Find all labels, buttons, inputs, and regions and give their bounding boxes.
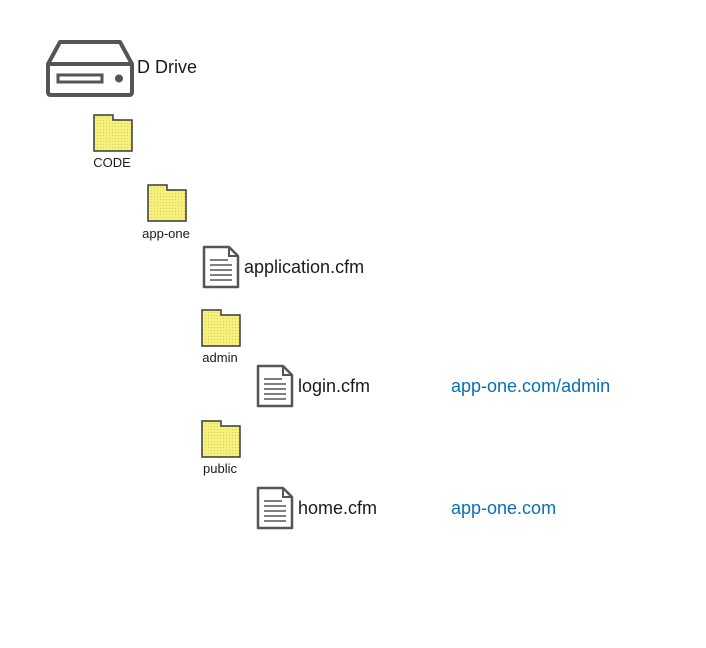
folder-icon xyxy=(147,184,187,222)
file-application-label: application.cfm xyxy=(244,257,365,277)
folder-code-label: CODE xyxy=(93,155,131,170)
folder-icon xyxy=(93,114,133,152)
file-icon xyxy=(256,364,294,408)
file-home[interactable] xyxy=(256,486,294,530)
folder-icon xyxy=(201,420,241,458)
home-url-link[interactable]: app-one.com xyxy=(451,498,557,518)
file-icon xyxy=(256,486,294,530)
file-login[interactable] xyxy=(256,364,294,408)
file-login-label: login.cfm xyxy=(298,376,371,396)
login-url-link[interactable]: app-one.com/admin xyxy=(451,376,611,396)
folder-admin[interactable] xyxy=(201,308,241,347)
folder-app-one[interactable] xyxy=(147,183,187,222)
folder-public-label: public xyxy=(203,461,237,476)
file-application[interactable] xyxy=(202,245,240,289)
file-home-label: home.cfm xyxy=(298,498,378,518)
drive-label: D Drive xyxy=(137,57,198,77)
folder-public[interactable] xyxy=(201,419,241,458)
hard-drive-icon xyxy=(46,40,134,97)
folder-admin-label: admin xyxy=(202,350,238,365)
file-icon xyxy=(202,245,240,289)
drive-node[interactable] xyxy=(46,38,134,98)
folder-app-one-label: app-one xyxy=(142,226,190,241)
folder-code[interactable] xyxy=(93,113,133,152)
folder-icon xyxy=(201,309,241,347)
